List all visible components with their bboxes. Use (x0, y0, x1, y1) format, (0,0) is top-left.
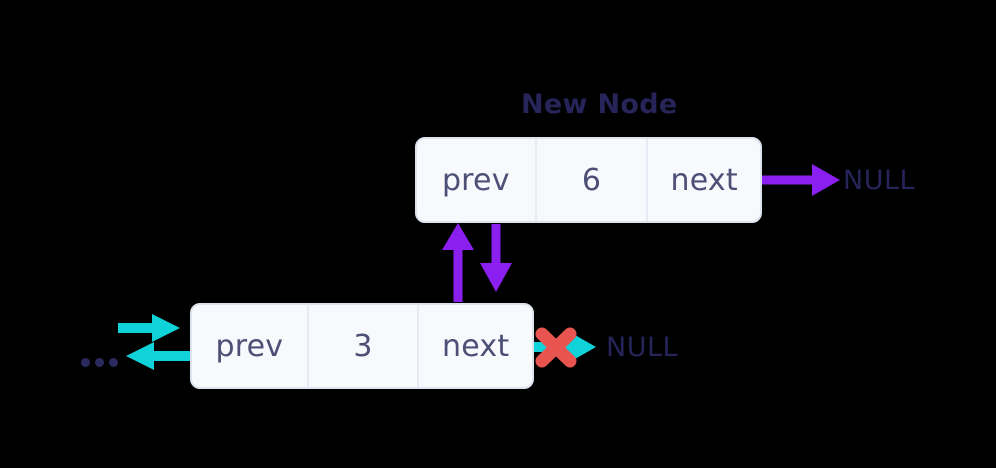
ellipsis-icon (81, 358, 118, 367)
existing-node-prev-cell[interactable]: prev (215, 328, 284, 364)
arrow-prev-up-icon (442, 223, 474, 302)
new-node-box[interactable]: prev 6 next (415, 137, 762, 223)
arrow-next-down-icon (480, 224, 512, 292)
ellipsis-dot (95, 358, 104, 367)
broken-link-x-icon (535, 327, 577, 368)
new-node-next-cell[interactable]: next (646, 139, 760, 221)
existing-node-next-cell[interactable]: next (417, 305, 532, 387)
ellipsis-dot (109, 358, 118, 367)
null-label-top: NULL (843, 165, 916, 196)
existing-node-box[interactable]: prev 3 next (190, 303, 534, 389)
arrow-new-node-next-to-null-icon (762, 164, 840, 196)
new-node-prev-cell[interactable]: prev (441, 162, 510, 198)
new-node-value-cell[interactable]: 6 (534, 139, 647, 221)
arrow-existing-next-to-null-icon (534, 331, 596, 363)
null-label-bottom: NULL (606, 332, 679, 363)
ellipsis-dot (81, 358, 90, 367)
new-node-title: New Node (521, 89, 678, 120)
arrow-predecessor-forward-icon (118, 314, 180, 342)
existing-node-value-cell[interactable]: 3 (306, 305, 418, 387)
arrow-predecessor-backward-icon (126, 342, 190, 370)
